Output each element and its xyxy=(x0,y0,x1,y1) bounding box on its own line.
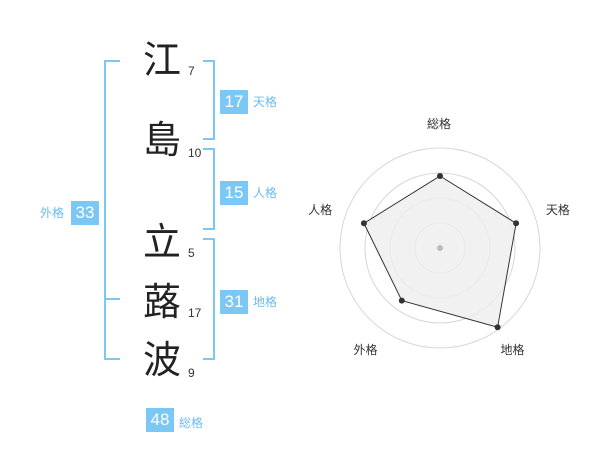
jinkaku-bracket-line xyxy=(213,148,215,230)
kanji-char-4: 蕗 xyxy=(142,280,181,324)
chikaku-bracket-line xyxy=(213,238,215,360)
radar-point xyxy=(437,173,443,179)
stroke-count-3: 5 xyxy=(188,246,195,260)
tenkaku-bracket-top xyxy=(203,60,215,62)
chikaku-label: 地格 xyxy=(253,295,278,309)
chikaku-value: 31 xyxy=(220,290,248,314)
stroke-count-1: 7 xyxy=(188,64,195,78)
gaikaku-value: 33 xyxy=(71,201,99,225)
radar-point xyxy=(398,297,405,304)
radar-axis-label-gaikaku: 外格 xyxy=(353,343,378,358)
outer-bracket-bottom xyxy=(104,358,120,360)
radar-point xyxy=(360,220,367,227)
radar-ring xyxy=(339,147,541,349)
outer-bracket-top xyxy=(104,60,120,62)
radar-polygon xyxy=(363,175,517,328)
tenkaku-label: 天格 xyxy=(253,95,278,109)
chikaku-bracket-bottom xyxy=(203,358,215,360)
jinkaku-bracket-bottom xyxy=(203,228,215,230)
tenkaku-bracket-bottom xyxy=(203,138,215,140)
kanji-char-5: 波 xyxy=(142,338,181,382)
gaikaku-label: 外格 xyxy=(40,206,65,220)
soukaku-value: 48 xyxy=(146,408,174,432)
kanji-char-2: 島 xyxy=(142,118,181,162)
radar-point xyxy=(513,220,520,227)
stroke-count-5: 9 xyxy=(188,366,195,380)
radar-chart: 総格 天格 地格 外格 人格 xyxy=(300,100,600,400)
stroke-count-4: 17 xyxy=(188,306,202,320)
radar-axis-label-chikaku: 地格 xyxy=(500,343,525,358)
radar-axis-label-jinkaku: 人格 xyxy=(308,203,333,218)
soukaku-label: 総格 xyxy=(179,416,204,430)
radar-point xyxy=(494,324,501,331)
jinkaku-label: 人格 xyxy=(253,186,278,200)
jinkaku-value: 15 xyxy=(220,181,248,205)
chikaku-bracket-top xyxy=(203,238,215,240)
name-diagram: 江 7 島 10 立 5 蕗 17 波 9 17 天格 15 人格 31 地格 … xyxy=(40,38,278,432)
tenkaku-bracket-line xyxy=(213,60,215,140)
stroke-count-2: 10 xyxy=(188,146,202,160)
radar-svg xyxy=(339,147,541,349)
jinkaku-bracket-top xyxy=(203,148,215,150)
radar-axis-label-tenkaku: 天格 xyxy=(545,203,570,218)
outer-bracket-mid xyxy=(104,298,120,300)
outer-bracket-line xyxy=(104,60,106,360)
kanji-char-3: 立 xyxy=(142,220,181,264)
radar-center-dot xyxy=(437,245,443,251)
kanji-char-1: 江 xyxy=(142,38,181,82)
tenkaku-value: 17 xyxy=(220,90,248,114)
radar-axis-label-soukaku: 総格 xyxy=(427,117,452,131)
